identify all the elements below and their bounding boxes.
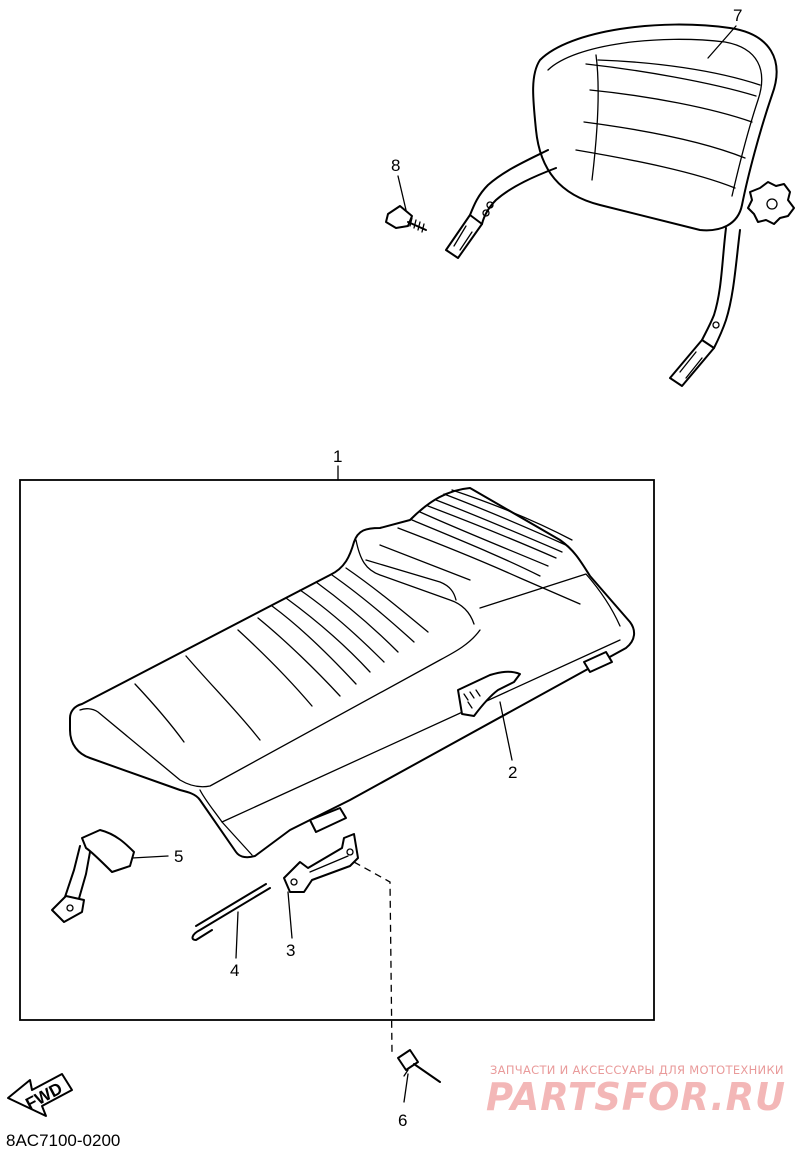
bolt-part-8[interactable] [385, 175, 427, 233]
callout-5: 5 [174, 847, 183, 866]
callout-4: 4 [230, 961, 239, 980]
callout-1: 1 [333, 447, 342, 466]
callout-7: 7 [733, 6, 742, 25]
callout-3: 3 [286, 941, 295, 960]
lock-plate-part-3[interactable] [283, 833, 393, 1053]
watermark-tagline: ЗАПЧАСТИ И АКСЕССУАРЫ ДЛЯ МОТОТЕХНИКИ [490, 1063, 784, 1077]
callout-2: 2 [508, 763, 517, 782]
diagram-code: 8AC7100-0200 [6, 1131, 120, 1150]
fwd-arrow-icon: FWD [7, 1073, 73, 1117]
watermark-brand: PARTSFOR.RU [486, 1075, 786, 1119]
assembly-frame-part-1 [19, 465, 655, 1021]
rivet-part-6[interactable] [397, 1049, 441, 1103]
seat-part-1[interactable] [69, 487, 636, 859]
rod-part-4[interactable] [191, 883, 271, 959]
callout-6: 6 [398, 1111, 407, 1130]
bracket-part-5[interactable] [51, 829, 169, 923]
backrest-part-7[interactable] [445, 23, 795, 387]
callout-8: 8 [391, 156, 400, 175]
